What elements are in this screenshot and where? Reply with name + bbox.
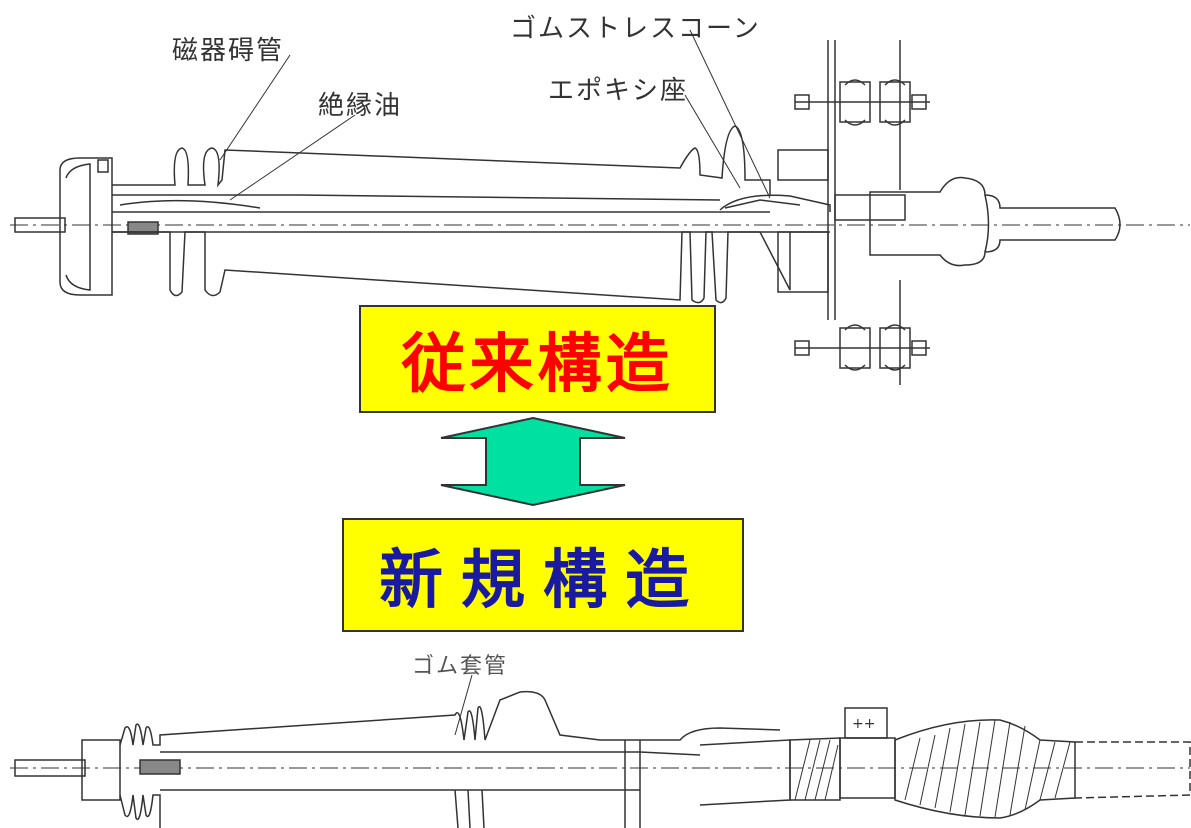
conventional-termination-drawing: [10, 29, 1190, 385]
rubber-bushing-label: ゴム套管: [412, 654, 509, 679]
insulating-oil-label: 絶縁油: [318, 91, 403, 121]
rubber-stress-cone-label: ゴムストレスコーン: [510, 14, 761, 44]
hatched-cable-grip: [789, 719, 1191, 819]
support-insulator-lower: [794, 280, 930, 385]
svg-text:++: ++: [852, 716, 875, 732]
porcelain-bushing-label: 磁器碍管: [172, 36, 285, 66]
conventional-structure-banner: 従来構造: [359, 305, 716, 413]
epoxy-seat-label: エポキシ座: [548, 76, 689, 106]
new-structure-banner: 新規構造: [342, 518, 744, 632]
support-insulator-upper: [794, 40, 930, 190]
new-termination-drawing: ++: [10, 674, 1191, 828]
conventional-structure-text: 従来構造: [401, 328, 674, 402]
double-vertical-arrow-icon: [440, 416, 626, 507]
new-structure-text: 新規構造: [379, 544, 707, 618]
